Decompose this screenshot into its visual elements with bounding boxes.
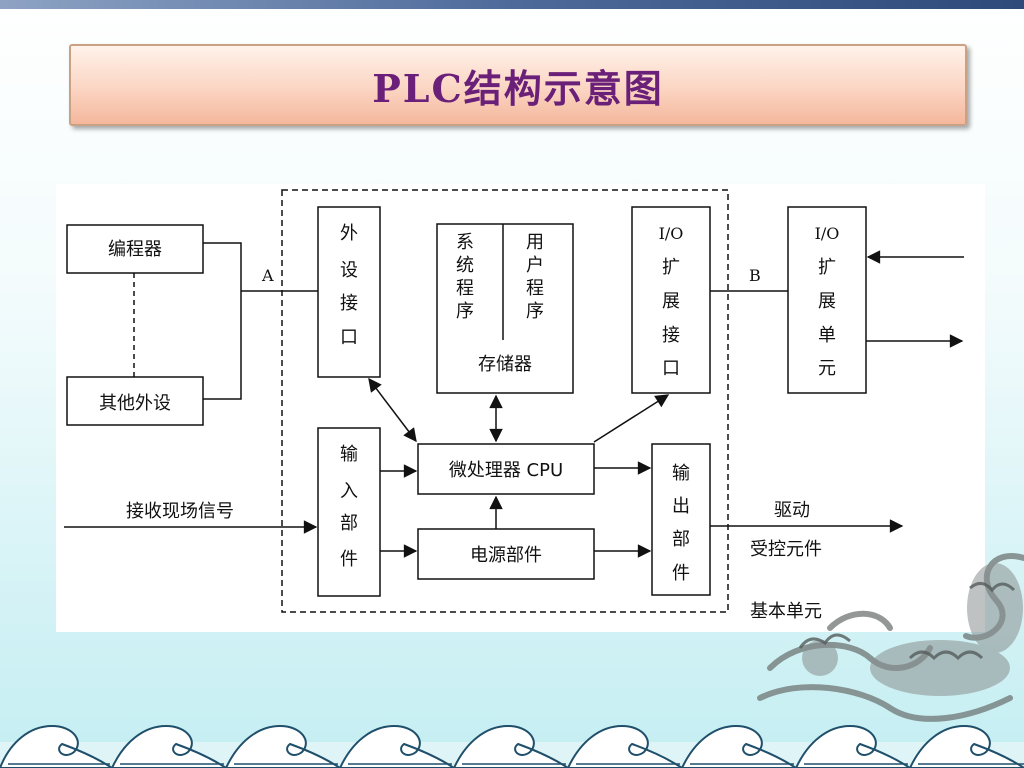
io-ext-interface-char: I/O (659, 224, 684, 243)
system-program-char: 程 (456, 278, 474, 299)
io-ext-unit-char: 元 (818, 358, 836, 379)
output-unit-char: 出 (672, 496, 690, 517)
input-unit-char: 输 (340, 444, 358, 465)
output-unit-char: 件 (672, 563, 690, 584)
drive-label: 驱动 (774, 500, 810, 521)
output-unit-char: 部 (672, 529, 690, 550)
controlled-component-label: 受控元件 (750, 539, 822, 560)
label-b: B (749, 266, 761, 285)
user-program-char: 序 (526, 301, 544, 322)
memory-label: 存储器 (478, 354, 532, 375)
input-unit-char: 件 (340, 549, 358, 570)
output-unit-box (651, 443, 711, 596)
input-unit-char: 入 (340, 481, 358, 502)
system-program-char: 序 (456, 301, 474, 322)
power-box (417, 528, 595, 580)
peripheral-interface-box (317, 206, 381, 378)
wave-border-decoration (0, 724, 1024, 768)
slide-title: PLC结构示意图 (372, 65, 664, 111)
cpu-box (417, 443, 595, 495)
cpu-label: 微处理器 CPU (449, 460, 563, 481)
basic-unit-label: 基本单元 (750, 601, 822, 622)
title-banner: PLC结构示意图 (69, 44, 967, 126)
io-ext-interface-char: 扩 (662, 257, 680, 278)
io-ext-interface-char: 展 (662, 291, 680, 312)
label-a: A (261, 266, 274, 285)
output-unit-char: 输 (672, 463, 690, 484)
power-label: 电源部件 (470, 545, 542, 566)
io-extension-interface-box (631, 206, 711, 394)
io-ext-unit-char: 扩 (818, 257, 836, 278)
programmer-box (66, 224, 204, 274)
user-program-char: 用 (526, 232, 544, 253)
system-program-char: 统 (456, 255, 474, 276)
plc-structure-diagram: 编程器 其他外设 A B 外 设 接 口 系 统 程 序 用 户 程 序 存储器… (56, 184, 985, 632)
io-ext-interface-char: 接 (662, 325, 680, 346)
peripheral-interface-char: 外 (340, 223, 358, 244)
user-program-char: 户 (526, 255, 544, 276)
peripheral-interface-char: 接 (340, 293, 358, 314)
memory-box (436, 223, 574, 394)
arrow-cpu-ioext (593, 394, 670, 443)
io-ext-unit-char: 单 (818, 325, 836, 346)
peripheral-interface-char: 设 (340, 260, 358, 281)
dragon-decoration (757, 553, 1024, 722)
system-program-char: 系 (456, 232, 474, 253)
arrow-peripheral-cpu (368, 377, 417, 443)
input-unit-char: 部 (340, 513, 358, 534)
top-accent-bar (0, 0, 1024, 9)
user-program-char: 程 (526, 278, 544, 299)
other-peripherals-box (66, 376, 204, 426)
input-unit-box (317, 427, 381, 597)
io-ext-unit-char: 展 (818, 291, 836, 312)
io-ext-unit-char: I/O (815, 224, 840, 243)
basic-unit-boundary (281, 189, 729, 613)
peripheral-interface-char: 口 (340, 327, 358, 348)
programmer-label: 编程器 (108, 239, 162, 260)
field-signal-label: 接收现场信号 (126, 501, 234, 522)
io-ext-interface-char: 口 (662, 358, 680, 379)
other-peripherals-label: 其他外设 (99, 393, 171, 414)
io-extension-unit-box (787, 206, 867, 394)
